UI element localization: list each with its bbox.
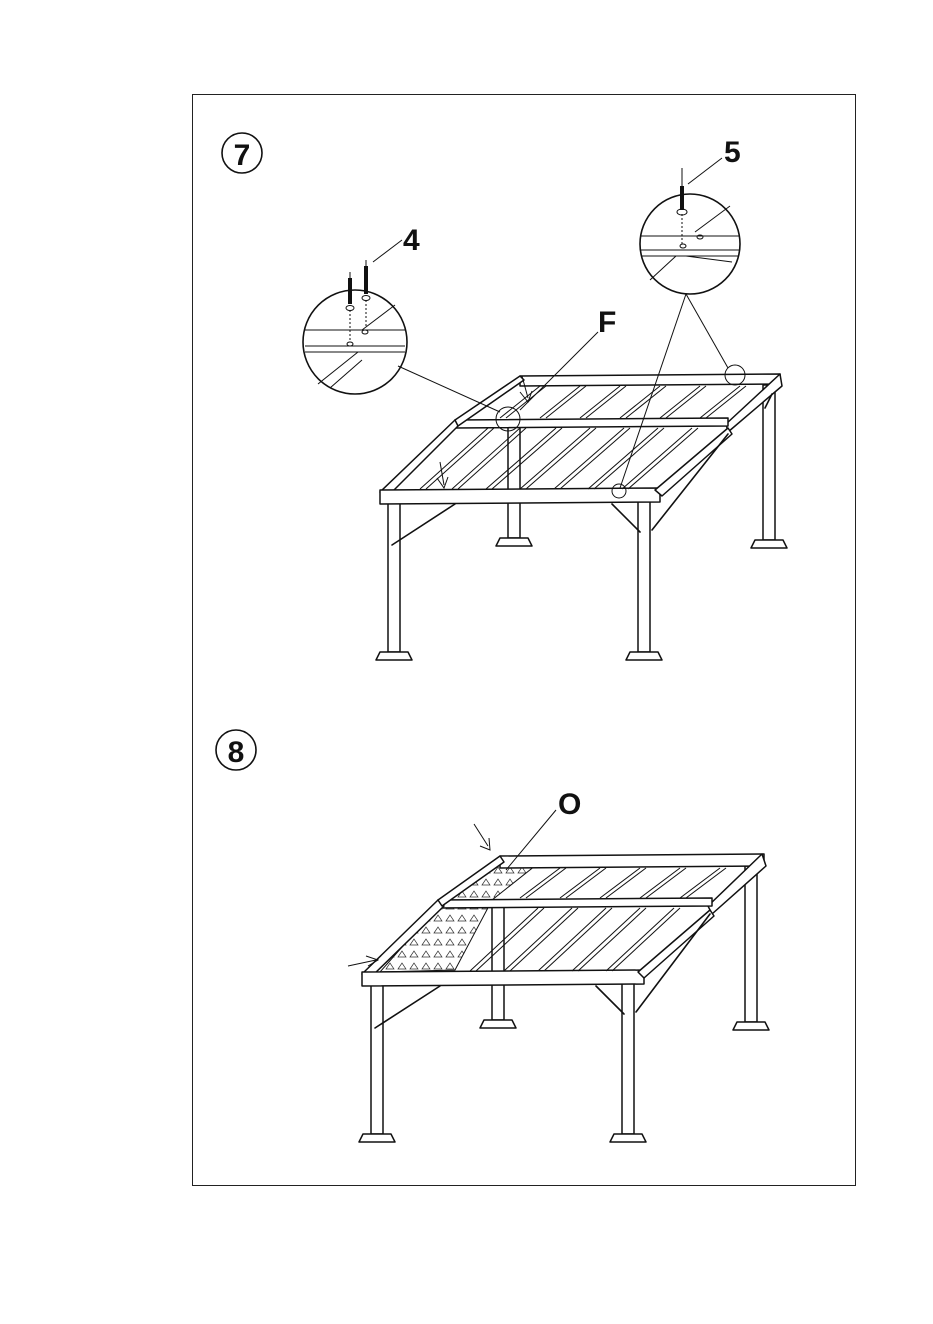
detail-bolt-4: 4 xyxy=(303,224,500,412)
step-8-number: 8 xyxy=(228,736,245,769)
step-7-number: 7 xyxy=(234,139,251,172)
front-left-post xyxy=(388,500,400,652)
front-right-post xyxy=(638,500,650,652)
label-part-f-group: F xyxy=(520,306,616,410)
step-8-badge: 8 xyxy=(216,730,256,770)
label-bolt-5: 5 xyxy=(724,136,741,169)
step-7: 7 xyxy=(222,133,787,660)
step-8: 8 xyxy=(216,730,769,1142)
label-bolt-4: 4 xyxy=(403,224,420,257)
arrow-panel-top xyxy=(474,824,490,850)
label-part-f: F xyxy=(598,306,616,339)
pergola-frame-7 xyxy=(376,365,787,660)
label-part-o: O xyxy=(558,788,581,821)
pergola-frame-8 xyxy=(348,824,769,1142)
step-7-badge: 7 xyxy=(222,133,262,173)
